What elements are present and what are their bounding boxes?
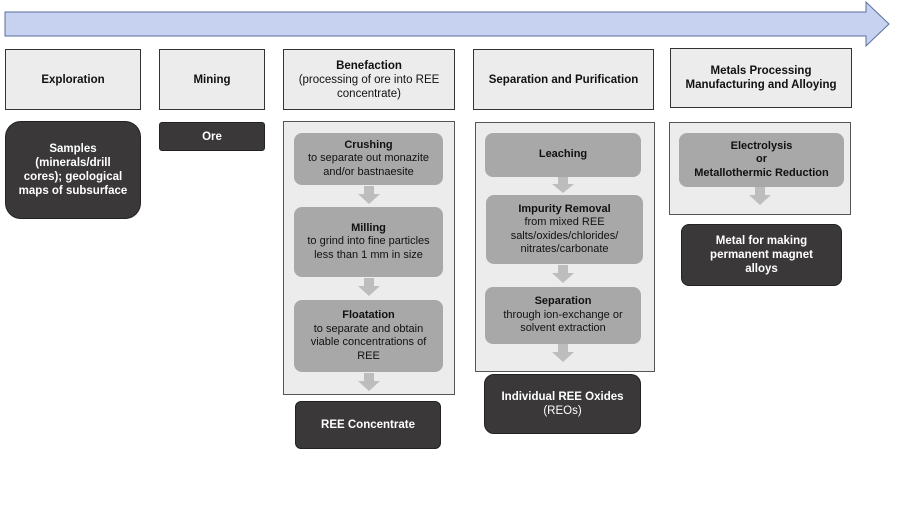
- step-title: Leaching: [538, 148, 588, 161]
- stage-title: Metals Processing Manufacturing and Allo…: [685, 65, 837, 91]
- down-arrow-icon: [749, 187, 771, 205]
- step-impurity-removal: Impurity Removal from mixed REE salts/ox…: [486, 195, 643, 264]
- stage-header-metals: Metals Processing Manufacturing and Allo…: [670, 48, 852, 108]
- step-title: Electrolysis: [730, 139, 793, 152]
- output-subtitle: (REOs): [543, 405, 582, 417]
- step-title: Milling: [351, 221, 386, 234]
- stage-title: Mining: [193, 73, 231, 86]
- stage-subtitle: (processing of ore into REE concentrate): [298, 73, 440, 100]
- down-arrow-icon: [552, 344, 574, 362]
- stage-header-mining: Mining: [159, 49, 265, 110]
- down-arrow-icon: [552, 177, 574, 193]
- step-alternative: Metallothermic Reduction: [694, 166, 829, 179]
- down-arrow-icon: [358, 186, 380, 204]
- output-mining: Ore: [159, 122, 265, 151]
- down-arrow-icon: [552, 265, 574, 283]
- output-label: Metal for making permanent magnet alloys: [710, 235, 813, 275]
- process-flow-arrow: [4, 0, 890, 48]
- stage-title: Exploration: [41, 73, 105, 86]
- step-description: to separate and obtain viable concentrat…: [310, 322, 427, 362]
- step-description: through ion-exchange or solvent extracti…: [503, 308, 623, 335]
- output-title: Individual REE Oxides: [501, 391, 624, 403]
- output-exploration: Samples (minerals/drill cores); geologic…: [5, 121, 141, 219]
- step-title: Floatation: [342, 309, 395, 321]
- output-label: REE Concentrate: [321, 419, 415, 431]
- step-title: Crushing: [344, 138, 393, 151]
- step-leaching: Leaching: [485, 133, 641, 177]
- step-separation: Separation through ion-exchange or solve…: [485, 287, 641, 344]
- step-description: to separate out monazite and/or bastnaes…: [307, 152, 430, 178]
- step-connector-word: or: [756, 153, 767, 166]
- down-arrow-icon: [358, 373, 380, 391]
- stage-title: Benefaction: [336, 59, 402, 72]
- stage-title: Separation and Purification: [488, 73, 639, 86]
- stage-header-exploration: Exploration: [5, 49, 141, 110]
- step-title: Impurity Removal: [518, 202, 611, 215]
- step-title: Separation: [534, 295, 592, 308]
- output-label: Samples (minerals/drill cores); geologic…: [18, 143, 128, 197]
- down-arrow-icon: [358, 278, 380, 296]
- step-description: to grind into fine particles less than 1…: [307, 235, 430, 261]
- output-label: Ore: [202, 130, 222, 143]
- stage-header-separation: Separation and Purification: [473, 49, 654, 110]
- step-milling: Milling to grind into fine particles les…: [294, 207, 443, 277]
- step-electrolysis: Electrolysis or Metallothermic Reduction: [679, 133, 844, 187]
- output-separation: Individual REE Oxides (REOs): [484, 374, 641, 434]
- stage-header-benefaction: Benefaction (processing of ore into REE …: [283, 49, 455, 110]
- step-floatation: Floatation to separate and obtain viable…: [294, 300, 443, 372]
- step-crushing: Crushing to separate out monazite and/or…: [294, 133, 443, 185]
- output-metals: Metal for making permanent magnet alloys: [681, 224, 842, 286]
- step-description: from mixed REE salts/oxides/chlorides/ n…: [510, 216, 619, 255]
- output-benefaction: REE Concentrate: [295, 401, 441, 449]
